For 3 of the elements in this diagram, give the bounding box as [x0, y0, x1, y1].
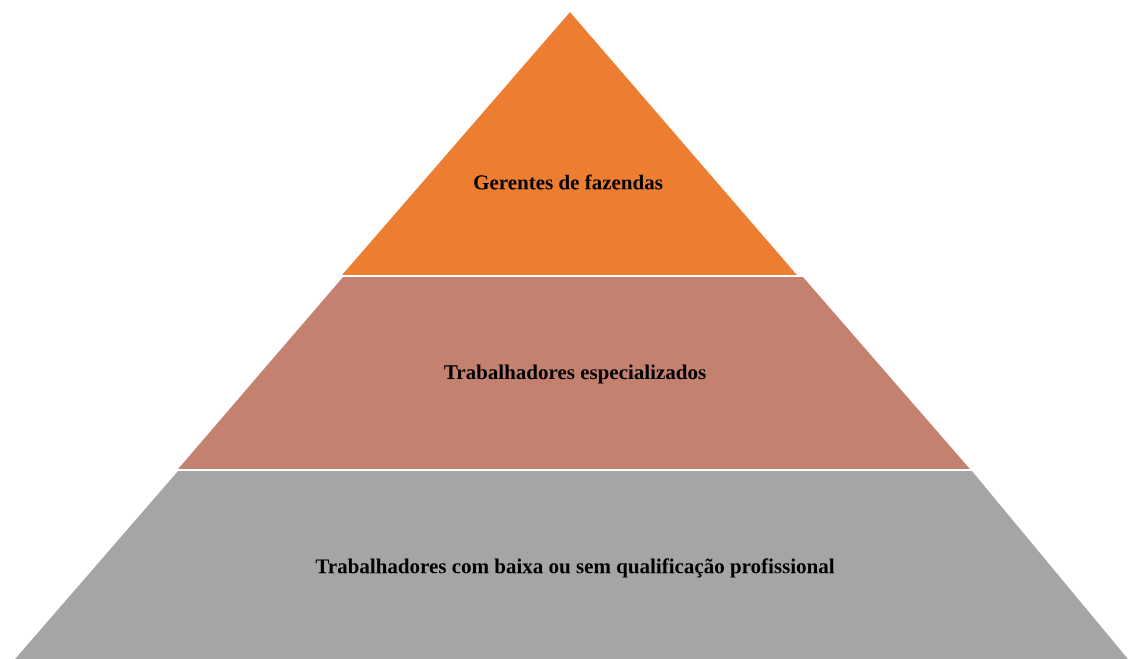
pyramid-tier: Trabalhadores especializados	[178, 277, 970, 469]
pyramid-tier: Trabalhadores com baixa ou sem qualificação profissional	[15, 471, 1128, 659]
pyramid-apex: Gerentes de fazendas	[342, 12, 797, 275]
